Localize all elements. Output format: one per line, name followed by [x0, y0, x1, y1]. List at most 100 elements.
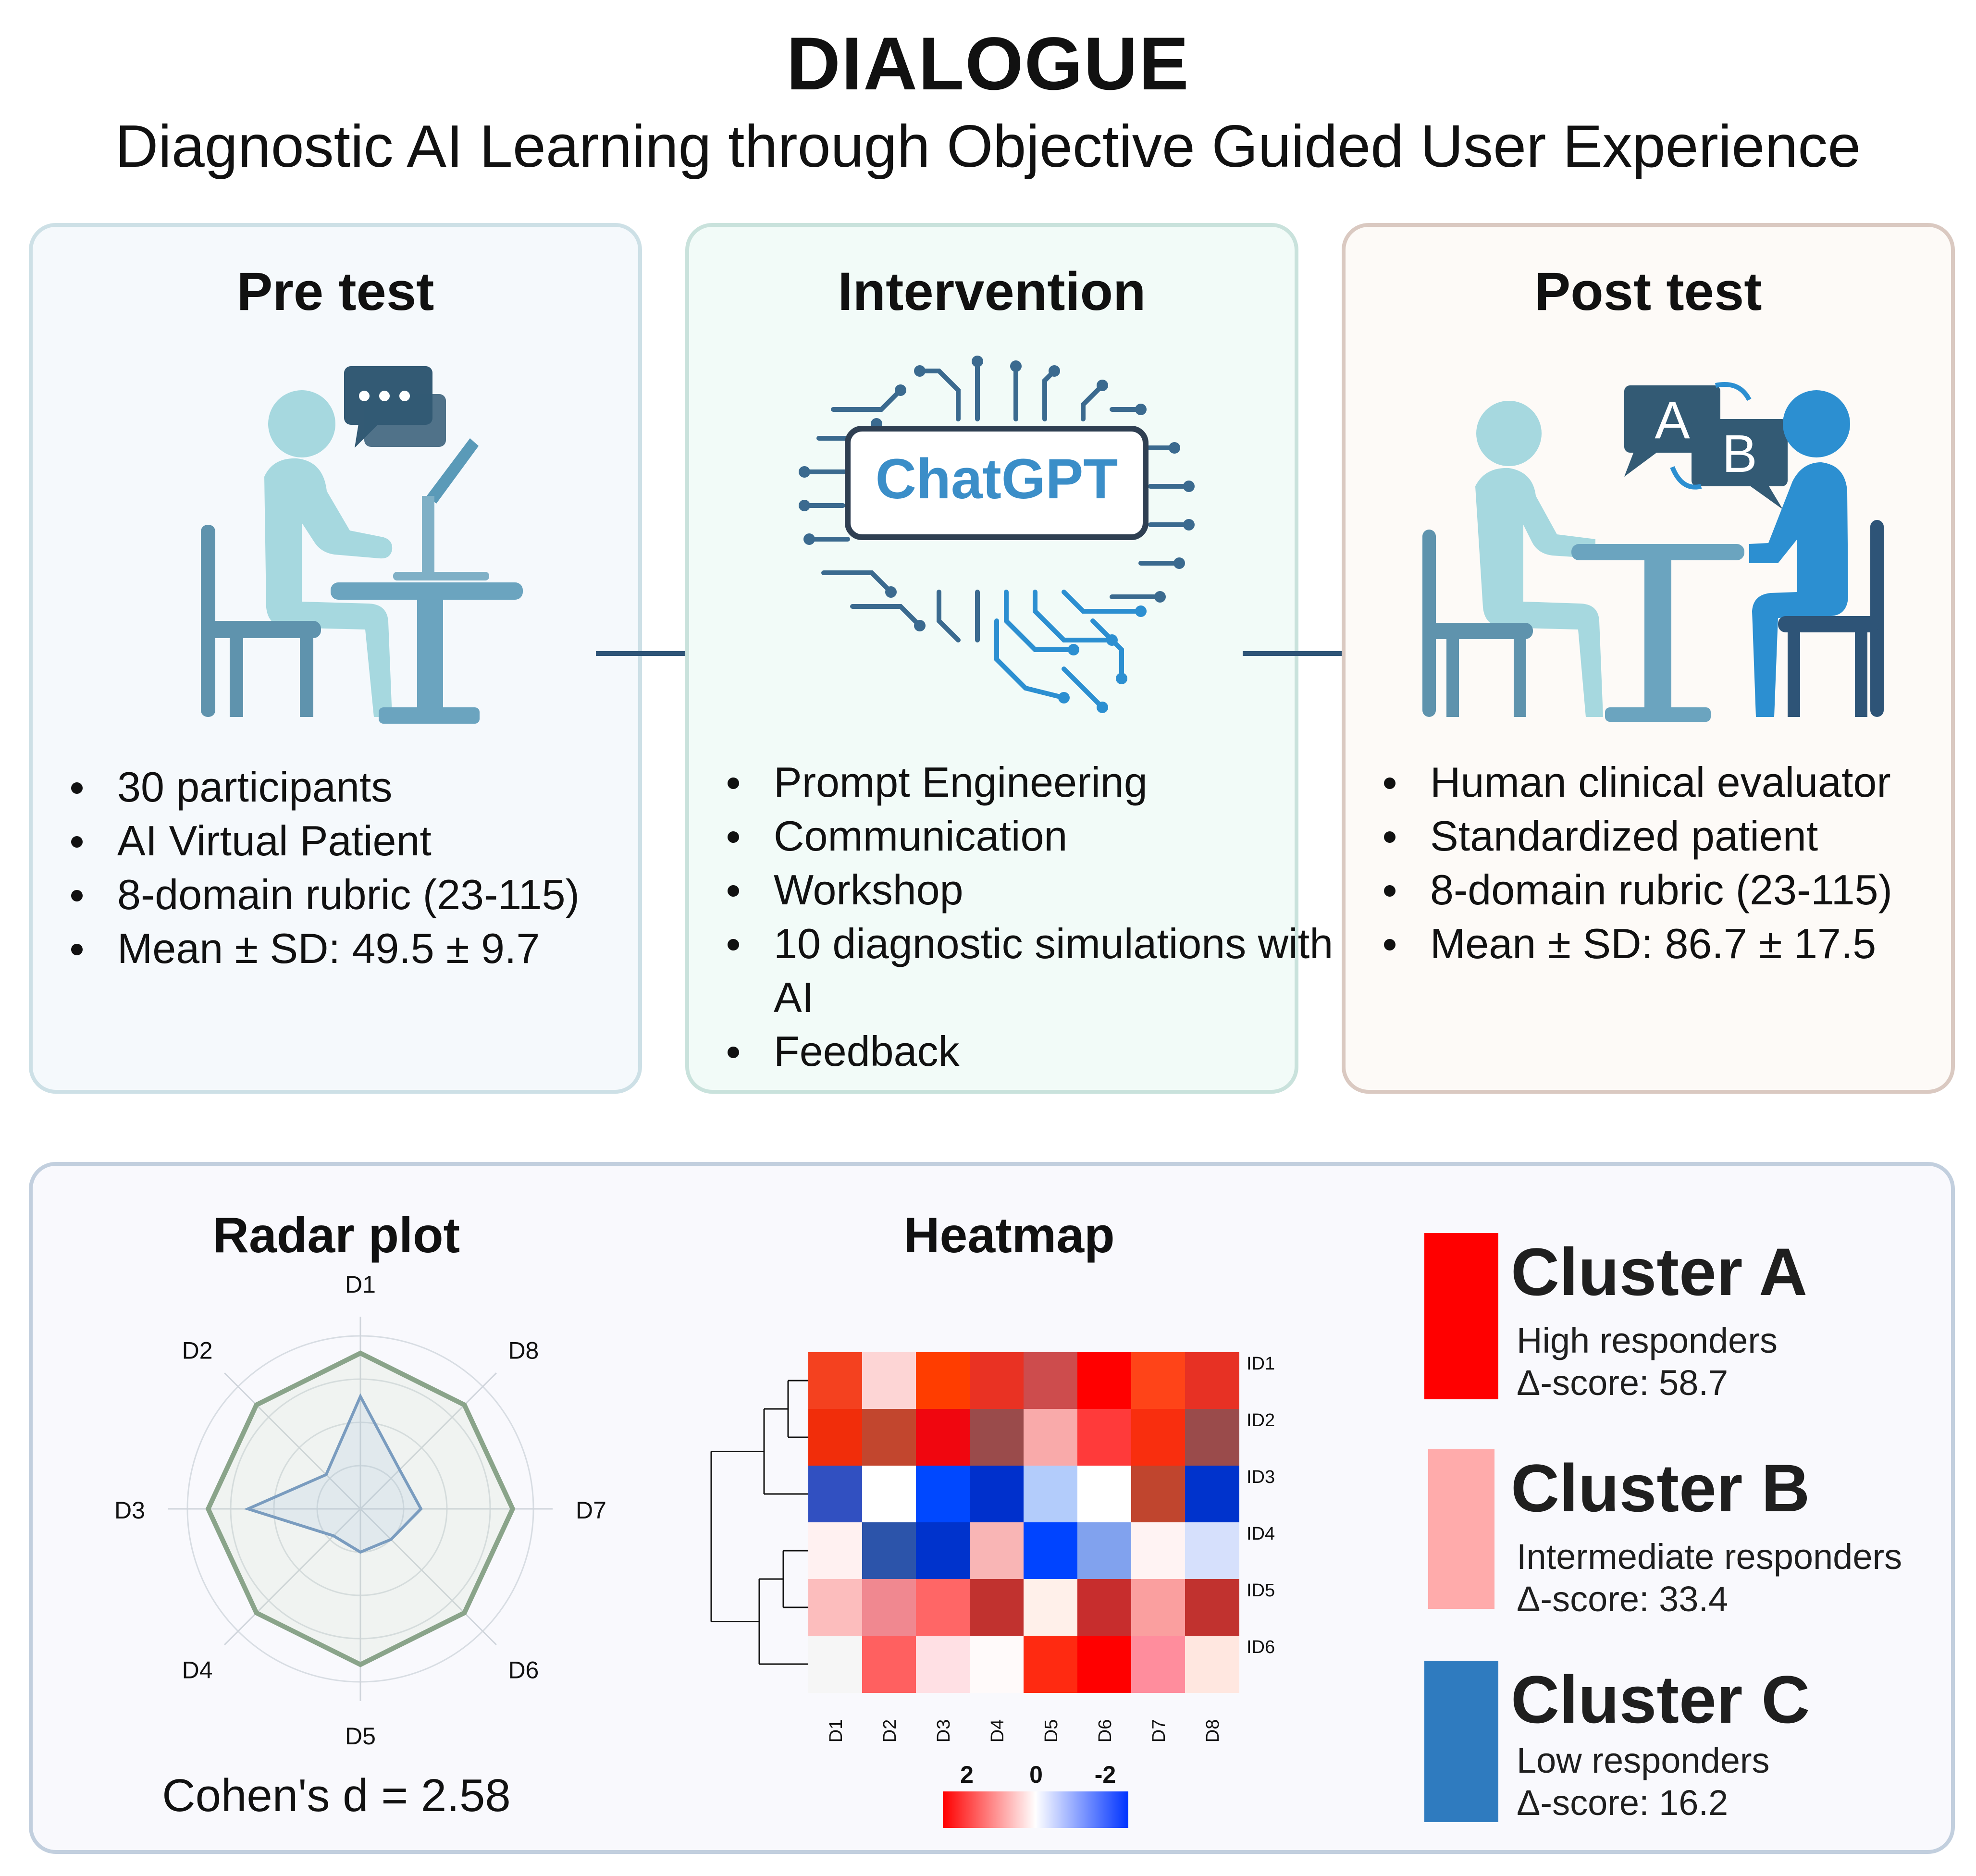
heatmap-cell	[808, 1579, 863, 1636]
list-item: Workshop	[728, 863, 1350, 917]
heatmap-cell	[916, 1409, 970, 1466]
heatmap-cell	[1077, 1522, 1132, 1580]
subtitle: Diagnostic AI Learning through Objective…	[115, 113, 1861, 180]
bubble-b-label: B	[1722, 424, 1757, 483]
cluster-a-delta: Δ-score: 58.7	[1517, 1363, 1729, 1403]
clinical-evaluation-icon: A B	[1422, 382, 1884, 722]
radar-axis-label: D3	[114, 1497, 145, 1524]
radar-plot-title: Radar plot	[212, 1208, 460, 1263]
heatmap-cell	[970, 1579, 1024, 1636]
heatmap-col-label: D8	[1203, 1719, 1223, 1743]
heatmap-cell	[808, 1522, 863, 1580]
effect-size-label: Cohen's d = 2.58	[162, 1770, 511, 1821]
heatmap-cell	[1024, 1636, 1078, 1693]
heatmap-cell	[808, 1352, 863, 1409]
chatgpt-logo-text: ChatGPT	[876, 447, 1118, 511]
heatmap-cell	[916, 1466, 970, 1523]
heatmap-cell	[1131, 1466, 1186, 1523]
cluster-a-swatch	[1424, 1233, 1498, 1399]
cluster-b-desc: Intermediate responders	[1517, 1537, 1902, 1577]
radar-axis	[359, 1372, 497, 1510]
radar-axis-label: D7	[576, 1497, 606, 1524]
heatmap-row-label: ID1	[1247, 1354, 1275, 1374]
heatmap-cell	[1024, 1466, 1078, 1523]
heatmap-cell	[1024, 1522, 1078, 1580]
heatmap-cell	[862, 1352, 916, 1409]
cluster-c-swatch	[1424, 1661, 1498, 1822]
colorbar-tick-label: 2	[960, 1761, 974, 1788]
list-item: Mean ± SD: 86.7 ± 17.5	[1384, 917, 1892, 971]
cluster-c-name: Cluster C	[1511, 1662, 1810, 1737]
heatmap-cell	[1024, 1579, 1078, 1636]
post-test-panel: Post test A B Human clinical evaluator S…	[1342, 223, 1955, 1094]
main-title: DIALOGUE	[786, 22, 1190, 106]
cluster-a-desc: High responders	[1517, 1321, 1778, 1360]
radar-axis-label: D6	[508, 1656, 539, 1683]
heatmap-col-label: D5	[1041, 1719, 1062, 1743]
heatmap-cell	[862, 1466, 916, 1523]
radar-axis-label: D8	[508, 1337, 539, 1364]
heatmap-cell	[1185, 1522, 1239, 1580]
heatmap-col-label: D3	[934, 1719, 954, 1743]
bubble-a-label: A	[1655, 391, 1690, 450]
list-item: Feedback	[728, 1024, 1350, 1078]
list-item: 8-domain rubric (23-115)	[71, 868, 580, 922]
intervention-panel: Intervention Ch	[685, 223, 1333, 1094]
heatmap-cell	[1077, 1466, 1132, 1523]
heatmap-cell	[1185, 1409, 1239, 1466]
heatmap-title: Heatmap	[903, 1208, 1115, 1263]
list-item: 30 participants	[71, 760, 580, 814]
list-item: 8-domain rubric (23-115)	[1384, 863, 1892, 917]
heatmap-colorbar	[943, 1791, 1128, 1828]
radar-axis	[359, 1508, 497, 1645]
heatmap-row-label: ID6	[1247, 1637, 1275, 1657]
heatmap-row-label: ID3	[1247, 1467, 1275, 1487]
intervention-list: Prompt Engineering Communication Worksho…	[689, 755, 1350, 1078]
heatmap-cell	[1077, 1409, 1132, 1466]
radar-axis	[224, 1372, 361, 1510]
list-item: Prompt Engineering	[728, 755, 1350, 809]
radar-axis-label: D1	[345, 1271, 376, 1298]
list-item: 10 diagnostic simulations with AI	[728, 917, 1350, 1024]
ai-brain-circuit-icon: ChatGPT	[799, 356, 1195, 713]
heatmap-col-label: D1	[826, 1719, 846, 1743]
pre-test-list: 30 participants AI Virtual Patient 8-dom…	[33, 760, 580, 975]
heatmap-col-label: D4	[988, 1719, 1008, 1743]
intervention-title: Intervention	[838, 261, 1146, 321]
radar-axis-label: D2	[182, 1337, 213, 1364]
heatmap-row-label: ID5	[1247, 1580, 1275, 1601]
heatmap-cell	[1131, 1409, 1186, 1466]
heatmap-cell	[1131, 1352, 1186, 1409]
list-item: AI Virtual Patient	[71, 814, 580, 868]
heatmap-cell	[862, 1522, 916, 1580]
heatmap-cell	[808, 1409, 863, 1466]
heatmap-cell	[862, 1409, 916, 1466]
radar-axis-label: D4	[182, 1656, 213, 1683]
radar-axis-label: D5	[345, 1723, 376, 1750]
list-item: Mean ± SD: 49.5 ± 9.7	[71, 922, 580, 975]
heatmap-cell	[808, 1636, 863, 1693]
post-test-list: Human clinical evaluator Standardized pa…	[1346, 755, 1892, 971]
list-item: Communication	[728, 809, 1350, 863]
heatmap-cell	[970, 1352, 1024, 1409]
post-test-title: Post test	[1534, 261, 1762, 321]
heatmap-cell	[1077, 1579, 1132, 1636]
heatmap-cell	[916, 1352, 970, 1409]
heatmap-cell	[1185, 1579, 1239, 1636]
cluster-c-delta: Δ-score: 16.2	[1517, 1783, 1729, 1823]
pre-test-title: Pre test	[236, 261, 434, 321]
colorbar-tick-label: -2	[1095, 1761, 1116, 1788]
heatmap-cell	[1131, 1579, 1186, 1636]
heatmap-cell	[970, 1522, 1024, 1580]
cluster-b-delta: Δ-score: 33.4	[1517, 1579, 1729, 1619]
list-item: Human clinical evaluator	[1384, 755, 1892, 809]
heatmap-cell	[862, 1636, 916, 1693]
heatmap-cell	[970, 1409, 1024, 1466]
heatmap-dendrogram	[710, 1380, 808, 1665]
heatmap-cell	[1024, 1409, 1078, 1466]
heatmap-cell	[1131, 1522, 1186, 1580]
heatmap-cell	[1077, 1636, 1132, 1693]
cluster-c-desc: Low responders	[1517, 1740, 1770, 1780]
cluster-a-name: Cluster A	[1511, 1234, 1808, 1309]
